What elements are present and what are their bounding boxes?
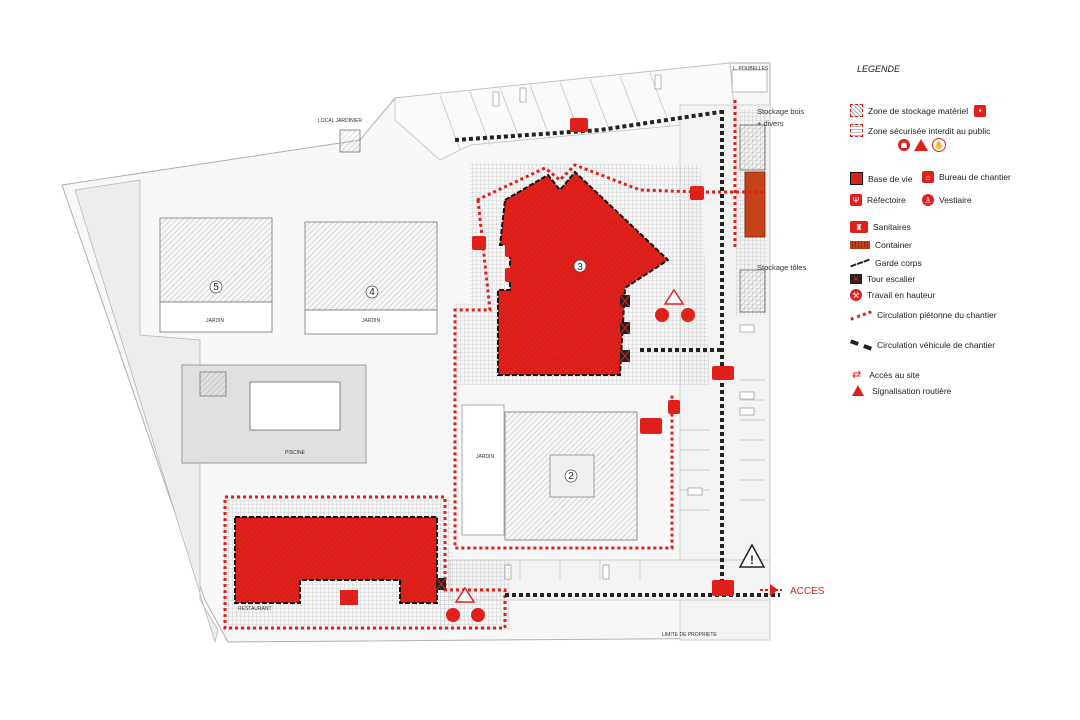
road-sign: !: [738, 543, 766, 568]
legend-item-refectory: Ψ Réfectoire: [850, 194, 906, 206]
legend-label-office: Bureau de chantier: [939, 172, 1011, 182]
storage-zone-icon: [850, 104, 863, 117]
legend-label-vehicle: Circulation véhicule de chantier: [877, 340, 996, 350]
building-4-number: 4: [369, 287, 375, 298]
legend-item-office: ⌂ Bureau de chantier: [922, 171, 1011, 183]
stair-tower-icon: ✕: [850, 274, 862, 284]
legend-item-roadsign: Signalisation routière: [852, 385, 951, 396]
building-2: JARDIN 2: [461, 404, 638, 541]
building-5: 5 JARDIN: [159, 217, 273, 333]
legend-label-storage: Zone de stockage matériel: [868, 105, 969, 116]
legend-item-locker: ♙ Vestiaire: [922, 194, 972, 206]
legend-item-secured: Zone sécurisée interdit au public: [850, 124, 990, 137]
legend-item-guardrail: Garde corps: [850, 258, 922, 268]
legend-item-vehicle: Circulation véhicule de chantier: [849, 339, 996, 351]
acces-label: ACCES: [790, 586, 825, 597]
base-icon: [850, 172, 863, 185]
legend-label-stair: Tour escalier: [867, 274, 916, 284]
pedestrian-line-icon: [850, 309, 872, 321]
map-icons: [339, 118, 734, 622]
jardin-label-5: JARDIN: [206, 318, 224, 324]
legend-label-guardrail: Garde corps: [875, 258, 922, 268]
guardrail-icon: [850, 258, 870, 268]
svg-text:!: !: [750, 553, 754, 567]
legend-label-base: Base de vie: [868, 173, 913, 184]
building-1: RESTAURANT: [234, 516, 438, 612]
restaurant-label: RESTAURANT: [238, 606, 272, 612]
legend-label-refectory: Réfectoire: [867, 195, 906, 205]
height-work-icon: ⚒: [850, 289, 862, 301]
legend-label-roadsign: Signalisation routière: [872, 385, 952, 396]
piscine-label: PISCINE: [285, 450, 306, 456]
legend-item-stair: ✕ Tour escalier: [850, 274, 915, 284]
locker-icon: ♙: [922, 194, 934, 206]
building-3: 3: [497, 170, 670, 376]
stockage-bois-label: Stockage bois: [757, 107, 804, 116]
legend-label-locker: Vestiaire: [939, 195, 972, 205]
poubelles: L. POUBELLES: [731, 66, 769, 93]
legend-item-container: Container: [850, 240, 912, 250]
storage-badge-icon: ▪: [974, 104, 987, 117]
pedestrian-circulation: [223, 100, 765, 630]
legend-item-sanitary: ♜ Sanitaires: [850, 221, 911, 233]
jardin-label-4: JARDIN: [362, 318, 380, 324]
local-jardinier-label: LOCAL JARDINIER: [318, 118, 362, 124]
legend-label-sanitary: Sanitaires: [873, 222, 911, 232]
access-arrow: ACCES: [760, 584, 825, 597]
jardin-label-2: JARDIN: [476, 454, 494, 460]
limite-label: LIMITE DE PROPRIETE: [662, 632, 717, 638]
legend-item-pedestrian: Circulation piétonne du chantier: [850, 309, 997, 321]
legend-item-base: Base de vie: [850, 172, 912, 185]
legend-label-pedestrian: Circulation piétonne du chantier: [877, 310, 997, 320]
legend-item-storage: Zone de stockage matériel ▪: [850, 104, 987, 117]
sanitary-icon: ♜: [850, 221, 868, 233]
legend-secured-icons: ☗ ✋: [898, 138, 946, 152]
legend-item-height: ⚒ Travail en hauteur: [850, 289, 935, 301]
vehicle-circulation: [454, 110, 780, 597]
legend-label-height: Travail en hauteur: [867, 290, 936, 300]
warning-icon: [914, 139, 928, 151]
legend-label-secured: Zone sécurisée interdit au public: [868, 125, 991, 136]
road-sign-icon: [852, 385, 864, 396]
legend-item-access: ⇄ Accès au site: [852, 368, 920, 381]
local-jardinier: LOCAL JARDINIER: [318, 118, 362, 153]
building-3-number: 3: [577, 262, 583, 273]
office-icon: ⌂: [922, 171, 934, 183]
stockage-bois-label-2: + divers: [757, 119, 784, 128]
legend-label-container: Container: [875, 240, 912, 250]
containers: Stockage bois + divers Stockage tôles: [739, 107, 806, 313]
legend-title: LEGENDE: [857, 64, 901, 74]
poubelles-label: L. POUBELLES: [733, 66, 769, 72]
stockage-toles-label: Stockage tôles: [757, 263, 806, 272]
refectory-icon: Ψ: [850, 194, 862, 206]
building-5-number: 5: [213, 282, 219, 293]
access-arrow-icon: ⇄: [852, 369, 862, 381]
building-2-number: 2: [568, 471, 574, 482]
workers-icon: ☗: [898, 139, 910, 151]
no-entry-icon: ✋: [932, 138, 946, 152]
vehicle-line-icon: [849, 339, 873, 351]
piscine: PISCINE: [181, 364, 367, 464]
secured-zone-icon: [850, 124, 863, 137]
legend-label-access: Accès au site: [869, 369, 920, 380]
container-icon: [850, 241, 870, 249]
building-4: 4 JARDIN: [304, 221, 438, 335]
